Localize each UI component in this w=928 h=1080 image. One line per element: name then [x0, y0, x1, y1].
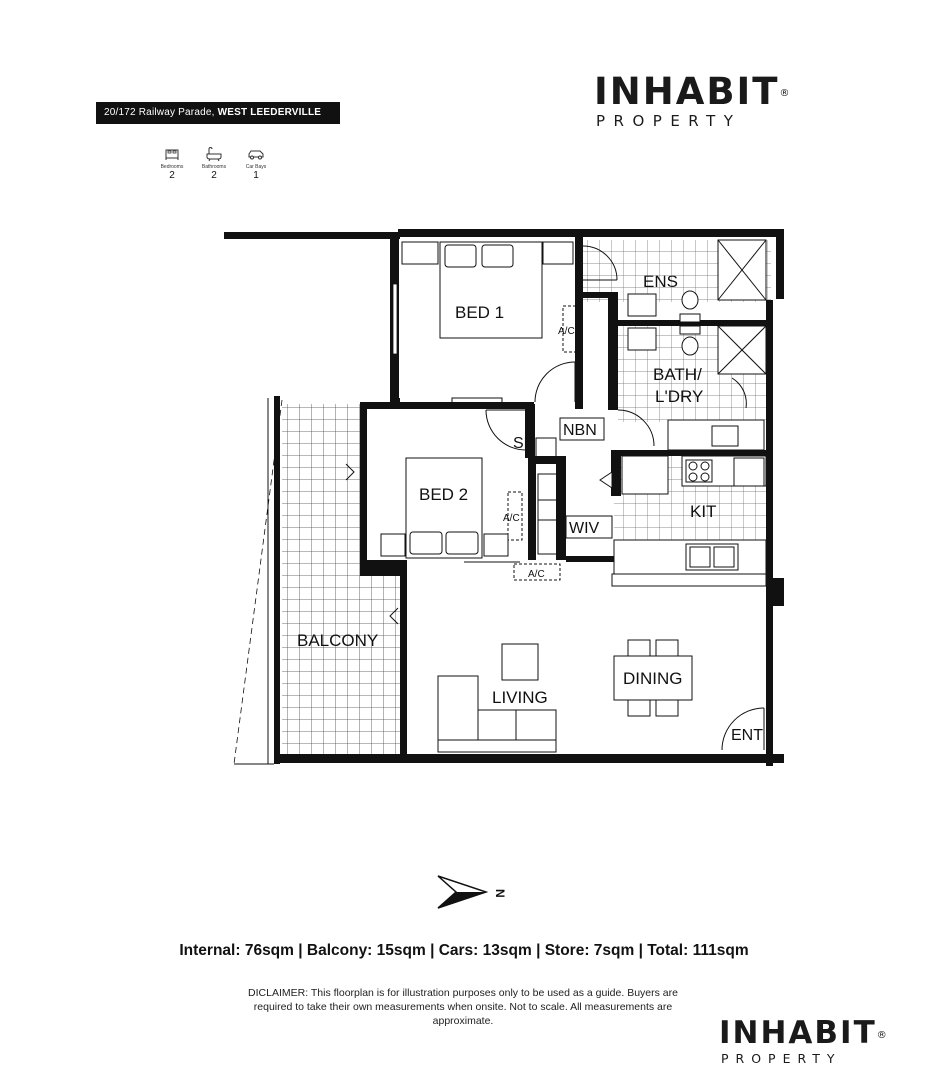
stat-bedrooms: Bedrooms 2: [156, 146, 188, 182]
room-label-living: LIVING: [492, 688, 548, 707]
room-label-wiv: WIV: [569, 520, 600, 537]
compass: N: [434, 872, 514, 912]
stat-label: Car Bays: [245, 164, 267, 170]
stat-value: 1: [253, 170, 259, 181]
property-stats: Bedrooms 2 Bathrooms 2 Car Bays 1: [156, 146, 276, 186]
room-label-laundry: L'DRY: [655, 387, 703, 406]
brand-tagline: PROPERTY: [596, 112, 742, 130]
room-label-ac-bed2: A/C: [503, 513, 520, 524]
room-label-balcony: BALCONY: [297, 631, 378, 650]
room-label-bath: BATH/: [653, 365, 702, 384]
room-label-ac-living: A/C: [528, 569, 545, 580]
north-arrow-icon: N: [437, 875, 507, 909]
stat-value: 2: [211, 170, 217, 181]
balcony-cutout: [360, 404, 406, 574]
address-suburb: WEST LEEDERVILLE: [217, 107, 322, 118]
stat-value: 2: [169, 170, 175, 181]
room-label-nbn: NBN: [563, 422, 597, 439]
brand-logo-bottom: INHABIT® PROPERTY: [719, 1017, 909, 1069]
room-label-ac-bed1: A/C: [558, 326, 575, 337]
disclaimer: DICLAIMER: This floorplan is for illustr…: [248, 987, 678, 1027]
room-label-dining: DINING: [623, 669, 683, 688]
room-label-ens: ENS: [643, 272, 678, 291]
brand-name: INHABIT: [719, 1015, 877, 1051]
compass-label: N: [493, 889, 507, 898]
ac-unit: [513, 563, 561, 581]
bed-icon: [156, 146, 188, 164]
brand-name: INHABIT: [594, 70, 780, 113]
wiv-box: [565, 515, 613, 539]
living-furniture: [437, 643, 557, 753]
registered-mark: ®: [876, 1030, 889, 1041]
room-label-bed-1: BED 1: [455, 303, 504, 322]
address-bar: 20/172 Railway Parade, WEST LEEDERVILLE: [96, 102, 340, 124]
brand-tagline: PROPERTY: [721, 1051, 842, 1066]
entry-door: [721, 707, 765, 751]
registered-mark: ®: [779, 88, 792, 99]
ensuite-fixtures: [582, 239, 767, 323]
bath-fixtures: [617, 325, 767, 451]
room-label-bed-2: BED 2: [419, 485, 468, 504]
bed-2-furniture: [380, 409, 559, 559]
room-label-sb: SB: [513, 435, 534, 452]
kitchen-fixtures: [599, 455, 767, 587]
stat-label: Bedrooms: [160, 164, 184, 170]
car-icon: [240, 146, 272, 164]
stat-label: Bathrooms: [201, 164, 227, 170]
dining-furniture: [613, 639, 693, 717]
address-street: 20/172 Railway Parade,: [104, 107, 215, 118]
stat-bathrooms: Bathrooms 2: [198, 146, 230, 182]
room-label-ent: ENT: [731, 727, 763, 744]
nbn-box: [559, 417, 605, 441]
bed-2-door: [345, 446, 405, 700]
area-summary: Internal: 76sqm | Balcony: 15sqm | Cars:…: [179, 942, 749, 959]
room-label-kit: KIT: [690, 502, 716, 521]
bed-1-furniture: [401, 241, 578, 404]
stat-car-bays: Car Bays 1: [240, 146, 272, 182]
brand-logo-top: INHABIT® PROPERTY: [594, 72, 824, 134]
bath-icon: [198, 146, 230, 164]
